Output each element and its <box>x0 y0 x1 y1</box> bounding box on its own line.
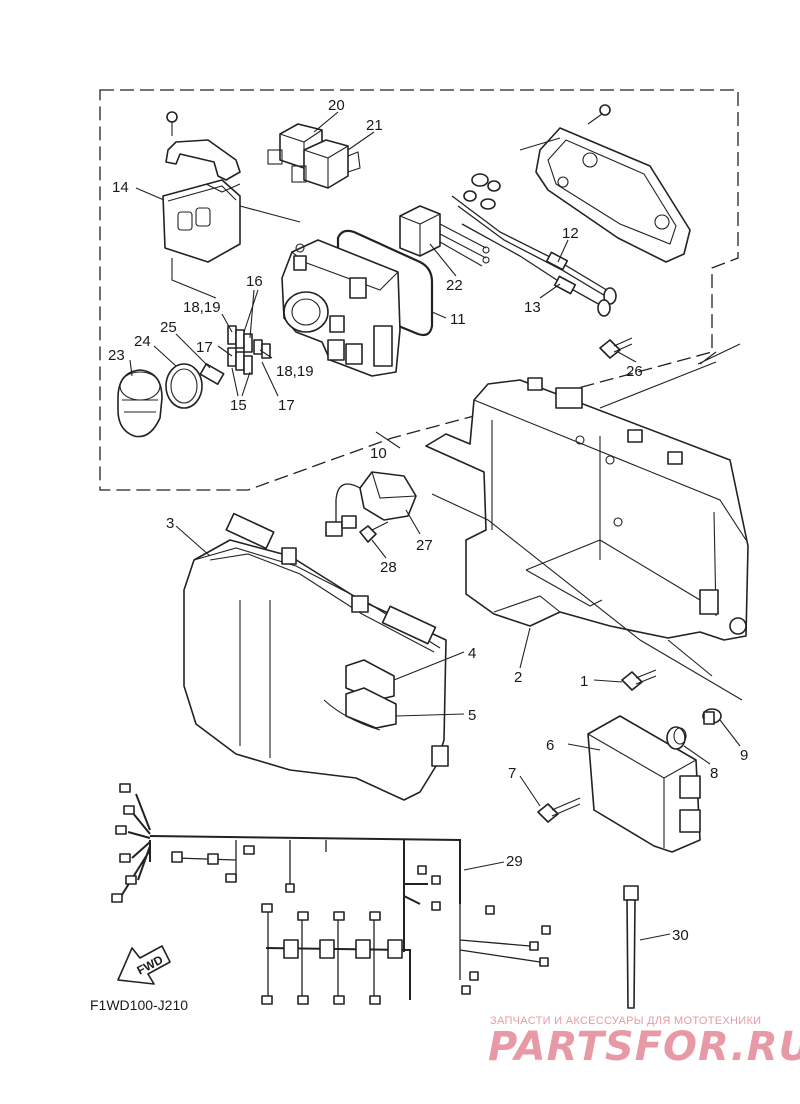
callout-17-upper[interactable]: 17 <box>196 339 213 356</box>
part-28-screw[interactable] <box>359 521 389 543</box>
callout-28[interactable]: 28 <box>380 559 397 576</box>
callout-12[interactable]: 12 <box>562 225 579 242</box>
callout-30[interactable]: 30 <box>672 927 689 944</box>
callout-5[interactable]: 5 <box>468 707 476 724</box>
assembly-boundary <box>99 89 739 491</box>
part-14-cover[interactable] <box>162 139 241 263</box>
watermark-brand: PARTSFOR.RU <box>488 1024 800 1070</box>
callout-24[interactable]: 24 <box>134 333 151 350</box>
part-2-tray[interactable] <box>425 377 749 641</box>
cover-plate-screw <box>587 104 611 125</box>
part-1-bolt[interactable] <box>621 669 657 691</box>
leader-lines <box>129 111 743 941</box>
part-27-sensor[interactable] <box>325 471 417 537</box>
callout-23[interactable]: 23 <box>108 347 125 364</box>
watermark: ЗАПЧАСТИ И АКСЕССУАРЫ ДЛЯ МОТОТЕХНИКИ PA… <box>488 1015 800 1070</box>
part-21-relay[interactable] <box>291 139 361 189</box>
callout-9[interactable]: 9 <box>740 747 748 764</box>
part-7-bolt[interactable] <box>537 797 581 823</box>
part-13-cable[interactable] <box>461 223 611 317</box>
callout-18-19-lower[interactable]: 18,19 <box>276 363 314 380</box>
part-24-ring[interactable] <box>165 363 203 409</box>
callout-13[interactable]: 13 <box>524 299 541 316</box>
callout-22[interactable]: 22 <box>446 277 463 294</box>
callout-27[interactable]: 27 <box>416 537 433 554</box>
callout-3[interactable]: 3 <box>166 515 174 532</box>
callout-6[interactable]: 6 <box>546 737 554 754</box>
callout-25[interactable]: 25 <box>160 319 177 336</box>
part-3-main-cover[interactable] <box>183 512 449 801</box>
part-12-cable[interactable] <box>451 195 617 305</box>
callout-15[interactable]: 15 <box>230 397 247 414</box>
part-14-screw <box>166 111 178 136</box>
part-26-bolt[interactable] <box>599 337 633 359</box>
part-23-cap[interactable] <box>117 369 163 438</box>
callout-7[interactable]: 7 <box>508 765 516 782</box>
callout-8[interactable]: 8 <box>710 765 718 782</box>
part-6-control-unit[interactable] <box>587 715 701 853</box>
cover-plate[interactable] <box>535 127 691 263</box>
callout-17-lower[interactable]: 17 <box>278 397 295 414</box>
callout-16[interactable]: 16 <box>246 273 263 290</box>
part-30-cable-tie[interactable] <box>623 885 639 1009</box>
callout-1[interactable]: 1 <box>580 673 588 690</box>
callout-29[interactable]: 29 <box>506 853 523 870</box>
part-29-wire-harness[interactable] <box>111 783 551 1005</box>
fwd-direction-badge: FWD <box>117 945 171 985</box>
fuse-block[interactable] <box>227 325 271 375</box>
callout-10[interactable]: 10 <box>370 445 387 462</box>
callout-26[interactable]: 26 <box>626 363 643 380</box>
part-8-grommet[interactable] <box>666 726 687 750</box>
callout-11[interactable]: 11 <box>450 311 466 328</box>
callout-21[interactable]: 21 <box>366 117 383 134</box>
callout-labels: 20 21 14 12 16 22 18,19 13 11 25 24 17 2… <box>108 97 748 944</box>
callout-4[interactable]: 4 <box>468 645 476 662</box>
watermark-tagline: ЗАПЧАСТИ И АКСЕССУАРЫ ДЛЯ МОТОТЕХНИКИ <box>490 1015 761 1027</box>
part-10-box-body[interactable] <box>281 239 401 377</box>
callout-18-19-upper[interactable]: 18,19 <box>183 299 221 316</box>
part-22-sensor[interactable] <box>399 205 490 267</box>
part-5-label[interactable] <box>345 687 397 729</box>
small-plugs <box>463 173 501 210</box>
diagram-code: F1WD100-J210 <box>90 997 188 1013</box>
callout-20[interactable]: 20 <box>328 97 345 114</box>
callout-14[interactable]: 14 <box>112 179 129 196</box>
part-9-collar[interactable] <box>702 708 722 725</box>
part-25-fitting[interactable] <box>199 363 225 385</box>
callout-2[interactable]: 2 <box>514 669 522 686</box>
